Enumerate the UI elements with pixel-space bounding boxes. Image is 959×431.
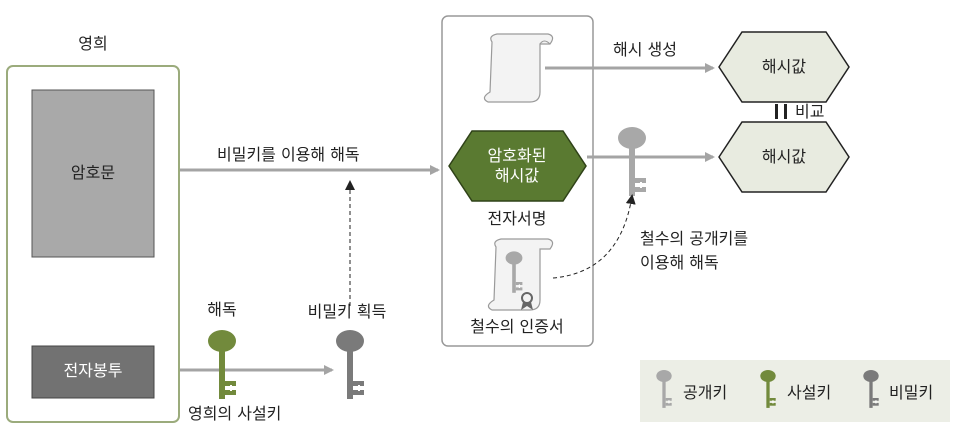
encrypted-hash-hexagon [448,130,587,202]
envelope-label: 전자봉투 [63,361,123,380]
secret-key-icon [336,330,364,399]
decrypt-label: 해독 [207,300,237,319]
envelope-box [31,345,155,399]
pubkey-label-line-2: 이용해 해독 [640,253,719,272]
certificate-label: 철수의 인증서 [470,317,564,336]
document-icon [483,33,554,103]
hash-value-1: 해시값 [761,57,807,76]
certificate-icon [487,238,554,311]
hash-value-2: 해시값 [761,147,807,166]
encrypted-hash-line-1: 암호화된 [487,146,547,165]
encrypted-hash-line-2: 해시값 [494,166,540,185]
get-secret-label: 비밀키 획득 [307,302,387,321]
compare-label: 비교 [795,102,825,121]
legend-secret-label: 비밀키 [889,383,934,402]
public-key-icon [618,127,646,196]
private-key-owner-label: 영희의 사설키 [188,404,282,423]
compare-mark [775,104,787,119]
certificate-to-pubkey-arrow [552,194,636,279]
signature-label: 전자서명 [487,209,547,228]
legend [640,360,950,422]
hash-gen-label: 해시 생성 [613,40,677,59]
legend-public-label: 공개키 [683,383,728,402]
decrypt-secret-label: 비밀키를 이용해 해독 [217,145,360,164]
legend-private-label: 사설키 [787,383,832,402]
person-name: 영희 [78,34,108,53]
private-key-icon [208,330,236,399]
ciphertext-box [31,89,155,258]
ciphertext-label: 암호문 [70,163,116,182]
hash-hexagon-1 [718,31,850,103]
hash-hexagon-2 [718,121,850,193]
pubkey-label-line-1: 철수의 공개키를 [640,229,749,248]
